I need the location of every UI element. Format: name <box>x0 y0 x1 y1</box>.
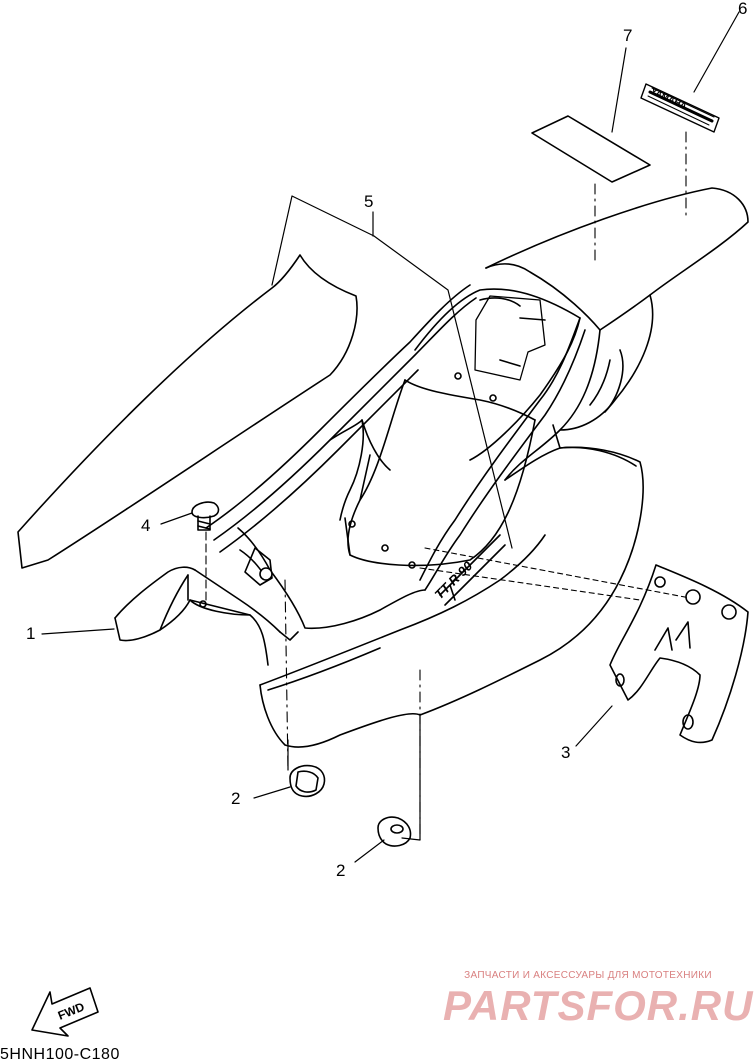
yamaha-decal <box>640 83 720 133</box>
watermark-tagline: ЗАПЧАСТИ И АКСЕССУАРЫ ДЛЯ МОТОТЕХНИКИ <box>464 970 712 981</box>
rectangular-decal <box>531 115 651 183</box>
grommet-upper <box>289 764 326 798</box>
bracket-plate <box>609 564 749 744</box>
callout-2-upper: 2 <box>231 789 241 808</box>
callout-5: 5 <box>364 192 374 211</box>
rear-fender-frame <box>114 187 749 748</box>
side-cover-panel <box>17 254 358 569</box>
grommet-lower <box>377 816 412 847</box>
decal-text: YAMAHA <box>649 86 689 112</box>
screw <box>191 501 220 531</box>
callout-7: 7 <box>623 26 633 45</box>
leader-lines <box>41 11 740 863</box>
assembly-lines <box>205 131 691 841</box>
callout-6: 6 <box>738 0 748 18</box>
callout-3: 3 <box>561 743 571 762</box>
callout-4: 4 <box>141 516 151 535</box>
watermark-brand: PARTSFOR.RU <box>443 982 754 1029</box>
callout-1: 1 <box>26 624 36 643</box>
diagram-code: 5HNH100-C180 <box>0 1046 120 1063</box>
fwd-arrow-icon: FWD <box>31 987 99 1037</box>
callout-2-lower: 2 <box>336 861 346 880</box>
